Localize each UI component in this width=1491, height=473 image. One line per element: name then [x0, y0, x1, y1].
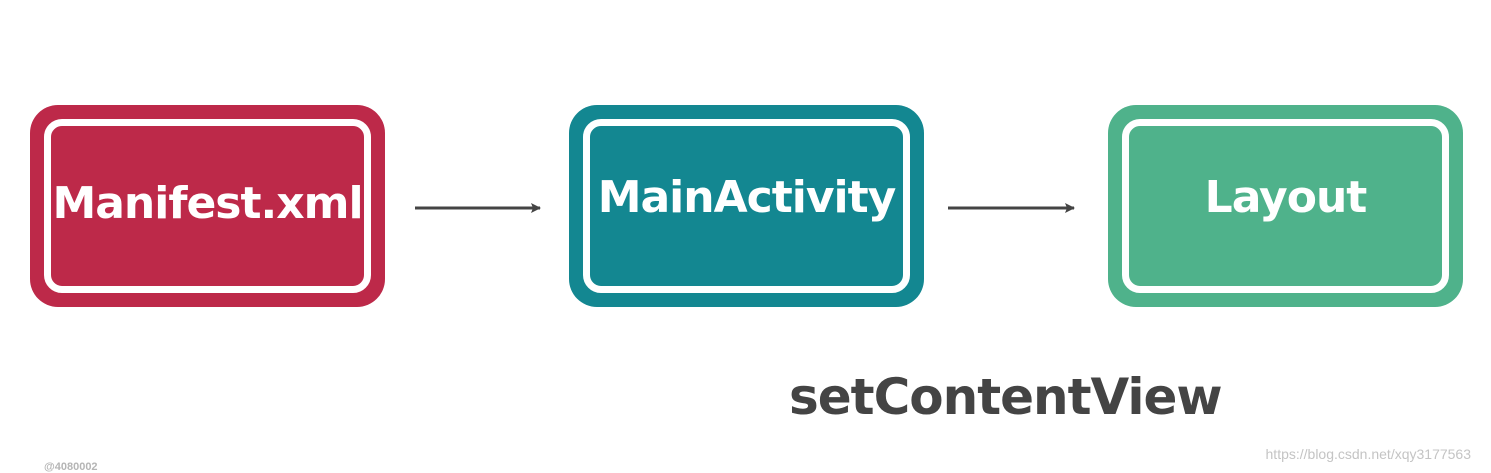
node-main-activity-inner-border	[583, 119, 910, 293]
node-main-activity-label: MainActivity	[597, 172, 897, 223]
watermark-left-text: @4080002	[44, 461, 98, 473]
node-manifest-inner-border	[44, 119, 371, 293]
node-layout-label: Layout	[1204, 172, 1368, 223]
edge-caption: setContentView	[789, 368, 1223, 426]
node-layout: Layout	[1108, 105, 1463, 307]
node-manifest-label: Manifest.xml	[52, 178, 363, 229]
node-main-activity: MainActivity	[569, 105, 924, 307]
node-layout-inner-border	[1122, 119, 1449, 293]
node-manifest: Manifest.xml	[30, 105, 385, 307]
watermark-url: https://blog.csdn.net/xqy3177563	[1265, 446, 1471, 462]
